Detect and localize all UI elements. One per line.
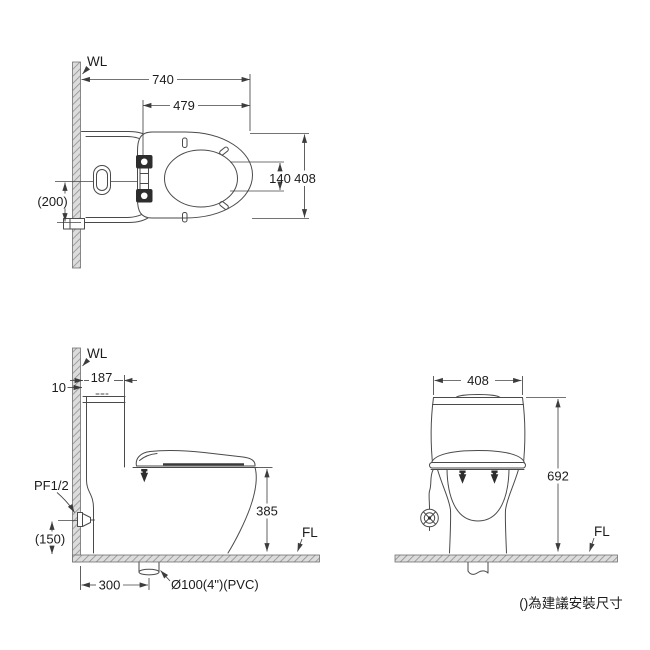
seat-bumper — [182, 212, 188, 223]
top-view: 740 479 408 140 (200) WL — [37, 54, 316, 269]
top-view-dimensions: 740 479 408 140 (200) WL — [37, 54, 316, 223]
front-view-dimensions: 408 692 FL — [433, 373, 610, 552]
flush-button — [93, 165, 111, 195]
dim-10-label: 10 — [52, 380, 66, 395]
dim-300-label: 300 — [99, 578, 121, 593]
floor-line-leader — [589, 537, 595, 552]
dim-740-label: 740 — [152, 72, 174, 87]
dim-150-label: (150) — [35, 532, 65, 547]
bowl-front — [437, 469, 519, 554]
wall-line-leader — [82, 66, 91, 75]
dim-408-top-label: 408 — [294, 171, 316, 186]
seat-hinge — [136, 155, 153, 203]
supply-leader — [56, 492, 75, 513]
hinge-bolt — [140, 469, 149, 483]
dim-200-label: (200) — [37, 194, 67, 209]
supply-hose-front — [420, 469, 439, 531]
drain-label: Ø100(4")(PVC) — [171, 577, 259, 592]
front-view: 408 692 FL — [394, 373, 618, 575]
side-view: WL 187 10 385 PF1/2 (150) 300 — [34, 346, 320, 593]
floor-line-leader — [297, 538, 303, 552]
dim-187-label: 187 — [91, 370, 113, 385]
supply-label: PF1/2 — [34, 478, 69, 493]
floor-hatch — [394, 554, 618, 563]
supply-valve-side — [77, 512, 95, 527]
bowl-side — [86, 466, 258, 554]
dim-479-label: 479 — [173, 98, 195, 113]
seat-bumper — [182, 137, 188, 148]
seat-bumper — [219, 146, 229, 156]
tank-side — [82, 393, 126, 468]
drain-pipe-side — [138, 562, 160, 576]
drain-leader — [160, 570, 171, 582]
drain-stub-front — [467, 562, 489, 575]
wall-line-leader — [82, 358, 91, 367]
side-view-dimensions: WL 187 10 385 PF1/2 (150) 300 — [34, 346, 318, 593]
supply-inlet — [63, 218, 85, 230]
wall-line-label: WL — [87, 346, 108, 361]
seat-opening — [164, 149, 238, 208]
seat-bumper — [219, 201, 229, 210]
seat-side — [135, 449, 256, 483]
floor-hatch — [72, 554, 320, 563]
dim-408-front-label: 408 — [467, 373, 489, 388]
hinge-bolt — [458, 470, 467, 484]
seat-front — [429, 450, 526, 484]
dim-692-label: 692 — [547, 469, 569, 484]
installation-note: ()為建議安裝尺寸 — [519, 595, 623, 611]
floor-line-label: FL — [594, 524, 610, 539]
wall-hatch — [72, 61, 81, 269]
dim-140-label: 140 — [269, 171, 291, 186]
wall-line-label: WL — [87, 54, 108, 69]
seat-plan — [136, 131, 253, 223]
dim-385-label: 385 — [256, 504, 278, 519]
hinge-bolt — [490, 470, 499, 484]
floor-line-label: FL — [302, 525, 318, 540]
